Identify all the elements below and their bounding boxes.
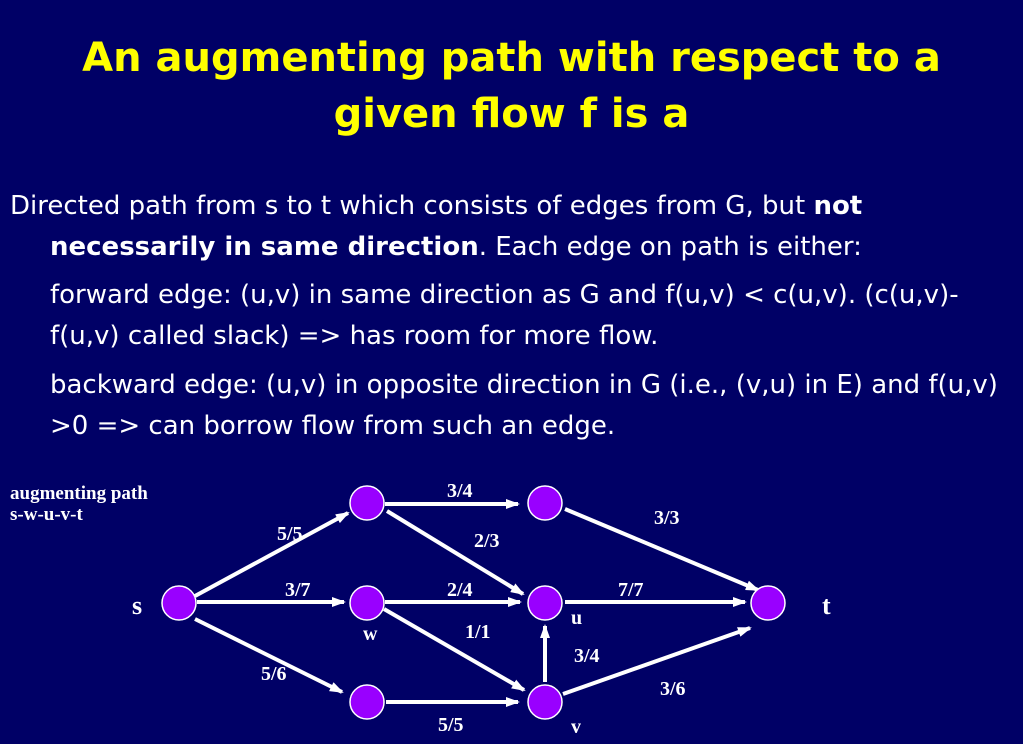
definition-emphasis: not necessarily in same direction: [50, 191, 863, 262]
node-label-v: v: [571, 716, 581, 738]
edge-label-u-t: 7/7: [618, 579, 644, 601]
edge-label-c-v: 5/5: [438, 714, 464, 736]
edge-label-s-c: 5/6: [261, 663, 287, 685]
legend-line-1: augmenting path: [10, 483, 148, 504]
node-label-t: t: [822, 591, 831, 620]
title-line-2: given flow f is a: [333, 91, 690, 137]
legend-line-2: s-w-u-v-t: [10, 504, 83, 525]
node-v: [527, 684, 563, 720]
edge-w-v: [382, 607, 526, 692]
edge-label-v-t: 3/6: [660, 678, 686, 700]
node-s: [161, 585, 197, 621]
node-t: [750, 585, 786, 621]
edge-label-w-u: 2/4: [447, 579, 473, 601]
node-u: [527, 585, 563, 621]
edge-label-s-w: 3/7: [285, 579, 311, 601]
node-c: [349, 684, 385, 720]
edge-label-a-b: 3/4: [447, 480, 473, 502]
augmenting-path-legend: augmenting path s-w-u-v-t: [10, 483, 148, 525]
node-label-w: w: [363, 623, 378, 645]
edge-label-s-a: 5/5: [277, 523, 303, 545]
node-a: [349, 485, 385, 521]
definition-text: Directed path from s to t which consists…: [10, 186, 1015, 447]
edge-label-w-v: 1/1: [465, 621, 491, 643]
edges-group: [194, 499, 760, 707]
definition-rest: . Each edge on path is either:: [478, 232, 862, 262]
node-label-s: s: [132, 591, 142, 620]
edge-labels: 5/5 3/7 5/6 3/4 2/3 2/4 1/1 5/5 3/3 7/7 …: [261, 480, 686, 736]
edge-s-c: [194, 617, 344, 694]
edge-a-u: [385, 509, 525, 596]
backward-edge-definition: backward edge: (u,v) in opposite directi…: [50, 370, 998, 441]
definition-intro: Directed path from s to t which consists…: [10, 191, 814, 221]
slide-title: An augmenting path with respect to a giv…: [0, 30, 1023, 142]
definition-paragraph: Directed path from s to t which consists…: [10, 186, 1015, 268]
edge-label-b-t: 3/3: [654, 507, 680, 529]
node-label-u: u: [571, 607, 582, 629]
node-labels: s t u v w: [132, 591, 831, 738]
node-w: [349, 585, 385, 621]
title-line-1: An augmenting path with respect to a: [82, 35, 941, 81]
edge-label-a-u: 2/3: [474, 530, 500, 552]
edge-s-a: [194, 511, 350, 598]
edge-label-v-u: 3/4: [574, 645, 600, 667]
nodes-group: [161, 485, 786, 720]
edge-b-t: [564, 507, 760, 592]
edge-v-t: [562, 626, 752, 696]
node-b: [527, 485, 563, 521]
forward-edge-definition: forward edge: (u,v) in same direction as…: [50, 280, 959, 351]
